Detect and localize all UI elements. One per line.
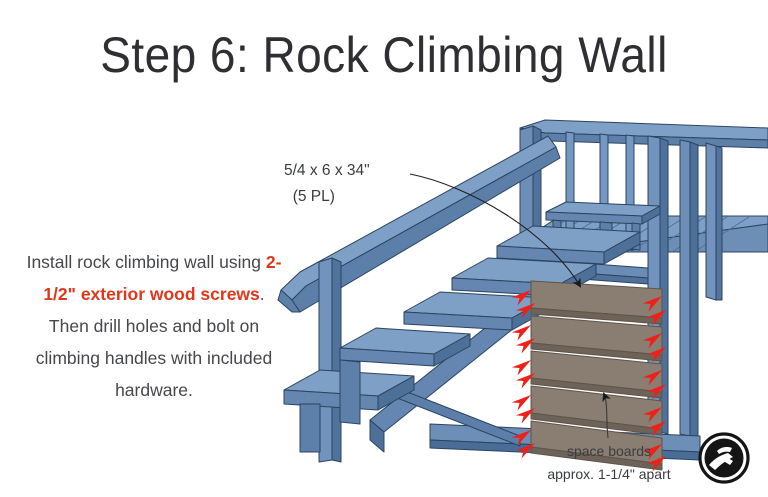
instruction-paragraph: Install rock climbing wall using 2-1/2" … [26, 246, 282, 406]
deck-bench [545, 201, 661, 251]
instruction-highlight: 2-1/2" exterior wood screws [43, 252, 282, 304]
board-size-leader-line [409, 173, 582, 288]
platform-deck [504, 215, 768, 261]
climbing-board [530, 385, 663, 436]
stair-treads [283, 225, 641, 453]
instruction-tail: . Then drill holes and bolt on climbing … [35, 284, 273, 400]
spacing-leader-line [602, 392, 611, 439]
board-size-callout: 5/4 x 6 x 34" (5 PL) [284, 158, 370, 210]
builder-logo [698, 432, 750, 484]
spacing-line2: approx. 1-1/4" apart [547, 466, 671, 482]
board-size-line2: (5 PL) [292, 188, 335, 205]
climbing-board [530, 350, 663, 399]
page-title: Step 6: Rock Climbing Wall [100, 27, 668, 83]
spacing-line1: space boards [566, 443, 652, 459]
rail-frame [519, 119, 768, 439]
board-spacing-callout: space boards approx. 1-1/4" apart [521, 440, 697, 486]
climbing-board [530, 280, 663, 325]
instruction-lead: Install rock climbing wall using [26, 252, 266, 272]
climbing-board [530, 315, 663, 362]
board-size-line1: 5/4 x 6 x 34" [284, 162, 370, 179]
